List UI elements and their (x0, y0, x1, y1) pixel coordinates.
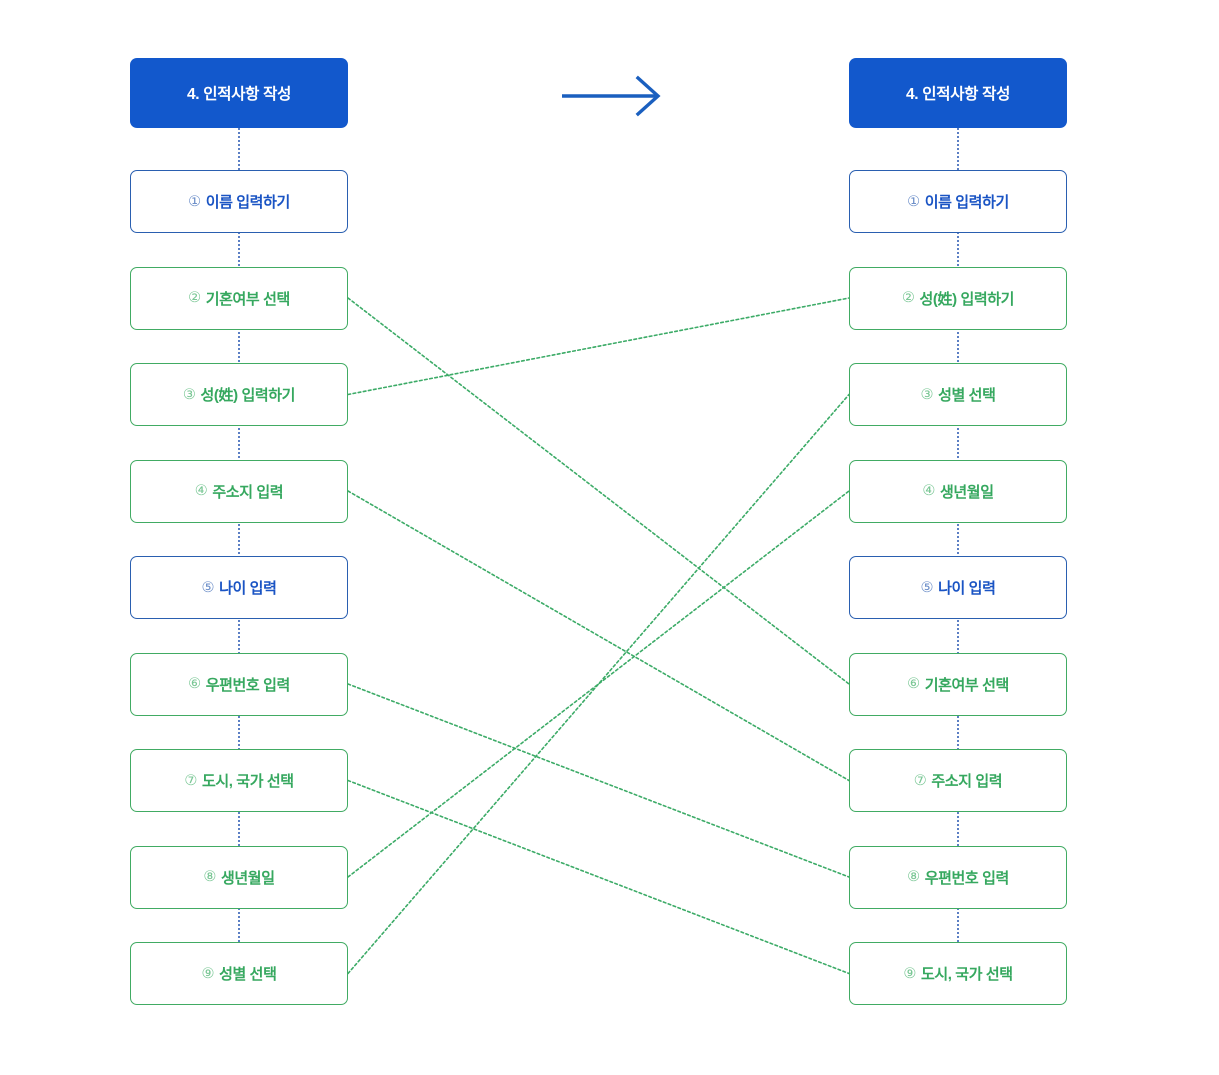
left-node-8-number: ⑧ (203, 869, 216, 885)
left-node-5-text: 나이 입력 (219, 580, 277, 597)
right-node-7-number: ⑦ (913, 772, 927, 789)
right-node-3-number: ③ (920, 386, 934, 403)
left-node-2-number: ② (188, 290, 201, 306)
right-node-5-text: 나이 입력 (938, 580, 996, 597)
right-node-6-text: 기혼여부 선택 (924, 676, 1010, 694)
left-column-header: 4. 인적사항 작성 (130, 58, 348, 128)
mapping-line-2-to-6 (347, 297, 850, 685)
right-node-8-text: 우편번호 입력 (924, 869, 1010, 887)
left-node-8-label: ⑧ 생년월일 (203, 867, 275, 888)
mapping-line-6-to-8 (347, 683, 850, 878)
left-node-8-text: 생년월일 (221, 869, 275, 887)
left-node-7-text: 도시, 국가 선택 (201, 773, 294, 790)
right-node-3-text: 성별 선택 (938, 387, 996, 404)
right-node-7-text: 주소지 입력 (931, 773, 1003, 790)
left-node-4-text: 주소지 입력 (212, 483, 284, 501)
right-node-4-text: 생년월일 (940, 483, 994, 501)
left-node-7-number: ⑦ (184, 772, 197, 789)
left-node-4-number: ④ (194, 483, 208, 499)
right-node-5-number: ⑤ (920, 579, 934, 596)
left-node-9-number: ⑨ (201, 965, 215, 982)
left-node-3-text: 성(姓) 입력하기 (200, 387, 296, 404)
right-node-6-number: ⑥ (907, 676, 920, 692)
right-node-4[interactable]: ④ 생년월일 (849, 459, 1067, 523)
right-node-8-number: ⑧ (907, 869, 920, 885)
right-node-1-text: 이름 입력하기 (924, 194, 1010, 211)
left-node-8[interactable]: ⑧ 생년월일 (130, 845, 348, 909)
right-node-2-text: 성(姓) 입력하기 (919, 290, 1015, 308)
right-column-header: 4. 인적사항 작성 (849, 58, 1067, 128)
right-node-4-label: ④ 생년월일 (922, 481, 994, 502)
mapping-line-8-to-4 (347, 490, 850, 878)
right-node-2-number: ② (901, 290, 915, 306)
left-node-9-text: 성별 선택 (219, 966, 277, 983)
left-node-3-number: ③ (182, 386, 196, 403)
transform-arrow (560, 72, 670, 120)
left-node-1-text: 이름 입력하기 (205, 194, 291, 211)
left-node-1-number: ① (188, 193, 201, 210)
left-column-spine (238, 128, 240, 942)
left-node-6-text: 우편번호 입력 (205, 676, 291, 694)
right-node-1-number: ① (907, 193, 920, 210)
right-node-9-number: ⑨ (903, 965, 916, 982)
mapping-line-9-to-3 (347, 393, 850, 975)
right-node-4-number: ④ (922, 483, 935, 499)
left-node-5-number: ⑤ (201, 579, 215, 596)
right-header-label: 4. 인적사항 작성 (905, 86, 1011, 103)
mapping-line-3-to-2 (347, 297, 850, 396)
right-node-9-text: 도시, 국가 선택 (920, 966, 1013, 983)
right-column-spine (957, 128, 959, 942)
mapping-line-7-to-9 (347, 779, 850, 975)
left-node-2-text: 기혼여부 선택 (205, 290, 291, 308)
left-header-label: 4. 인적사항 작성 (186, 86, 292, 103)
mapping-line-4-to-7 (347, 490, 850, 782)
left-node-6-number: ⑥ (188, 676, 201, 692)
